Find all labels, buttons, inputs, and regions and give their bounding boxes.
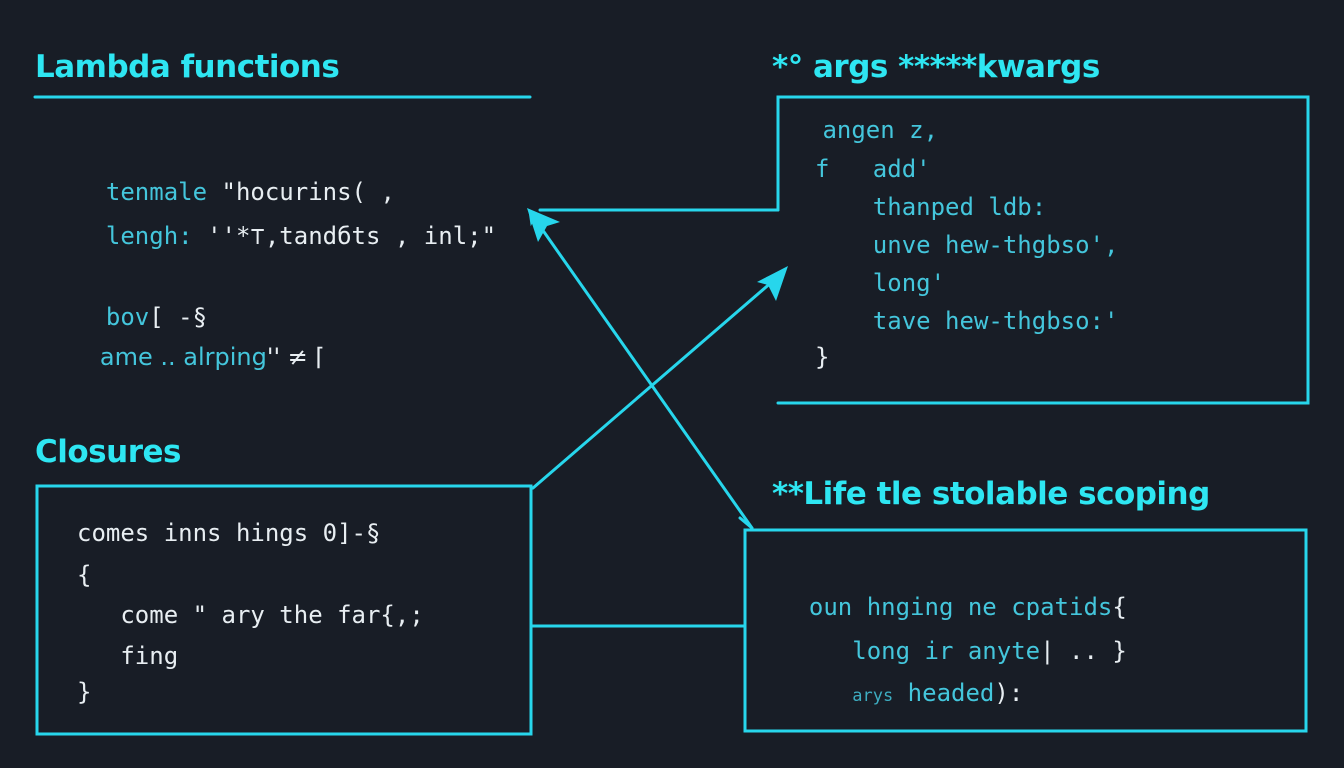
args-kwargs-heading: *° args *****kwargs bbox=[772, 49, 1100, 85]
args-code-line-4: unve hew-thgbso', bbox=[815, 231, 1119, 259]
lambda-code-line-4: ame .. alrping'' ≠ ⌈ bbox=[77, 321, 325, 369]
lambda-arrowhead-icon bbox=[527, 208, 560, 242]
scoping-to-lambda-arrow bbox=[528, 209, 754, 530]
code-token: ): bbox=[994, 679, 1024, 707]
args-code-closing-brace: } bbox=[815, 343, 830, 371]
code-token: { bbox=[1112, 593, 1127, 621]
code-token bbox=[809, 679, 852, 707]
code-token: [ -§ bbox=[149, 303, 208, 331]
args-code-line-1: angen z, bbox=[808, 116, 939, 144]
args-code-line-6: tave hew-thgbso:' bbox=[815, 307, 1119, 335]
code-token: arys bbox=[852, 686, 894, 706]
args-arrowhead-icon bbox=[757, 266, 788, 301]
code-token: oun hnging ne cpatids bbox=[808, 593, 1113, 621]
closures-code-line-4: fing bbox=[77, 642, 179, 670]
args-code-line-2: f add' bbox=[815, 155, 931, 183]
code-token: '' ≠ ⌈ bbox=[266, 343, 325, 371]
lambda-functions-heading: Lambda functions bbox=[35, 49, 340, 85]
code-token: ''*⊤,tandбts , inl;" bbox=[207, 222, 497, 250]
scoping-code-line-3: arys headed): bbox=[780, 657, 1023, 705]
args-code-line-3: thanped ldb: bbox=[815, 193, 1047, 221]
code-token: bov bbox=[105, 303, 150, 331]
scoping-code-line-1: oun hnging ne cpatids{ bbox=[780, 571, 1127, 619]
code-token: tenmale bbox=[105, 178, 222, 206]
closures-code-line-2: { bbox=[77, 561, 92, 589]
code-token: "hocurins( , bbox=[221, 178, 395, 206]
closures-code-line-1: comes inns hings 0]-§ bbox=[77, 519, 381, 547]
code-token: long ir anyte bbox=[808, 637, 1041, 665]
closures-heading: Closures bbox=[35, 434, 181, 470]
code-token: headed bbox=[893, 679, 995, 707]
code-token: ame .. alrping bbox=[92, 343, 267, 371]
closures-to-args-arrow bbox=[531, 273, 783, 490]
closures-code-line-3: come " ary the far{,; bbox=[77, 601, 424, 629]
scoping-box-border bbox=[743, 528, 1308, 733]
args-box-border bbox=[776, 95, 1310, 405]
closures-code-line-5: } bbox=[77, 678, 92, 706]
closures-box-border bbox=[35, 484, 533, 736]
code-token: | .. } bbox=[1040, 637, 1127, 665]
scoping-heading: **Life tle stolable scoping bbox=[772, 476, 1210, 512]
lambda-code-line-3: bov[ -§ bbox=[77, 281, 207, 329]
lambda-code-line-1: tenmale "hocurins( , bbox=[77, 156, 395, 204]
code-token: lengh: bbox=[105, 222, 208, 250]
scoping-code-line-2: long ir anyte| .. } bbox=[780, 615, 1127, 663]
args-code-line-5: long' bbox=[815, 269, 946, 297]
lambda-code-line-2: lengh: ''*⊤,tandбts , inl;" bbox=[77, 200, 496, 248]
